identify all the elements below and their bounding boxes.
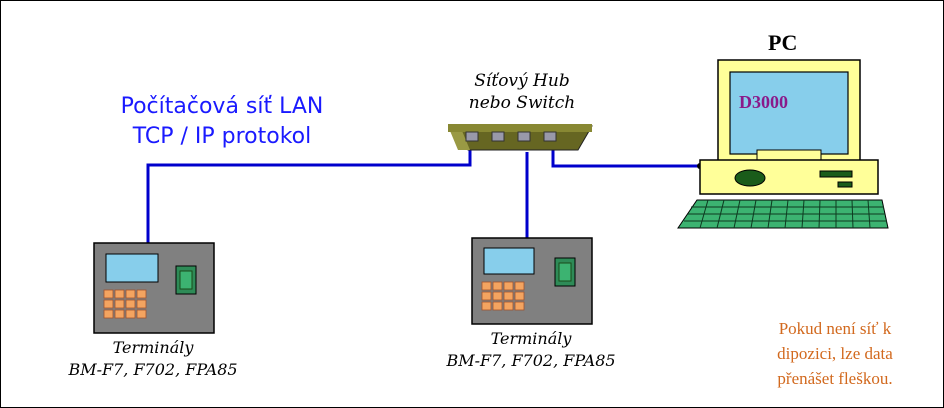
pc-title: PC (768, 30, 798, 55)
terminal-1-keypad (103, 289, 147, 319)
lan-label-line1: Počítačová síť LAN (120, 94, 324, 119)
terminal-2-screen (483, 247, 535, 275)
terminal-1-screen (105, 253, 159, 283)
terminal-1-label: Terminály BM-F7, F702, FPA85 (38, 337, 268, 381)
hub-label: Síťový Hub nebo Switch (452, 70, 592, 114)
terminal-2-label-line2: BM-F7, F702, FPA85 (446, 351, 616, 370)
lan-label-line2: TCP / IP protokol (132, 124, 312, 149)
terminal-1-label-line2: BM-F7, F702, FPA85 (68, 360, 238, 379)
pc-screen (729, 71, 849, 155)
hub-switch (448, 124, 593, 151)
cable-hub-to-pc (551, 150, 700, 168)
terminal-2-keypad (481, 281, 525, 311)
usb-note-line1: Pokud není síť k (778, 319, 892, 338)
lan-label: Počítačová síť LAN TCP / IP protokol (92, 92, 352, 152)
cables (146, 150, 700, 243)
terminal-2-label: Terminály BM-F7, F702, FPA85 (416, 328, 646, 372)
terminal-1-label-line1: Terminály (112, 338, 194, 357)
terminal-1 (93, 242, 215, 334)
usb-note: Pokud není síť k dipozici, lze data přen… (735, 316, 935, 391)
hub-label-line2: nebo Switch (468, 93, 576, 113)
usb-note-line3: přenášet fleškou. (777, 369, 893, 388)
hub-label-line1: Síťový Hub (474, 71, 570, 91)
usb-note-line2: dipozici, lze data (777, 344, 893, 363)
pc-screen-text: D3000 (739, 92, 788, 112)
pc-computer (677, 59, 889, 229)
terminal-2-label-line1: Terminály (490, 329, 572, 348)
terminal-2 (471, 237, 593, 325)
cable-terminal1-to-hub (146, 150, 472, 243)
